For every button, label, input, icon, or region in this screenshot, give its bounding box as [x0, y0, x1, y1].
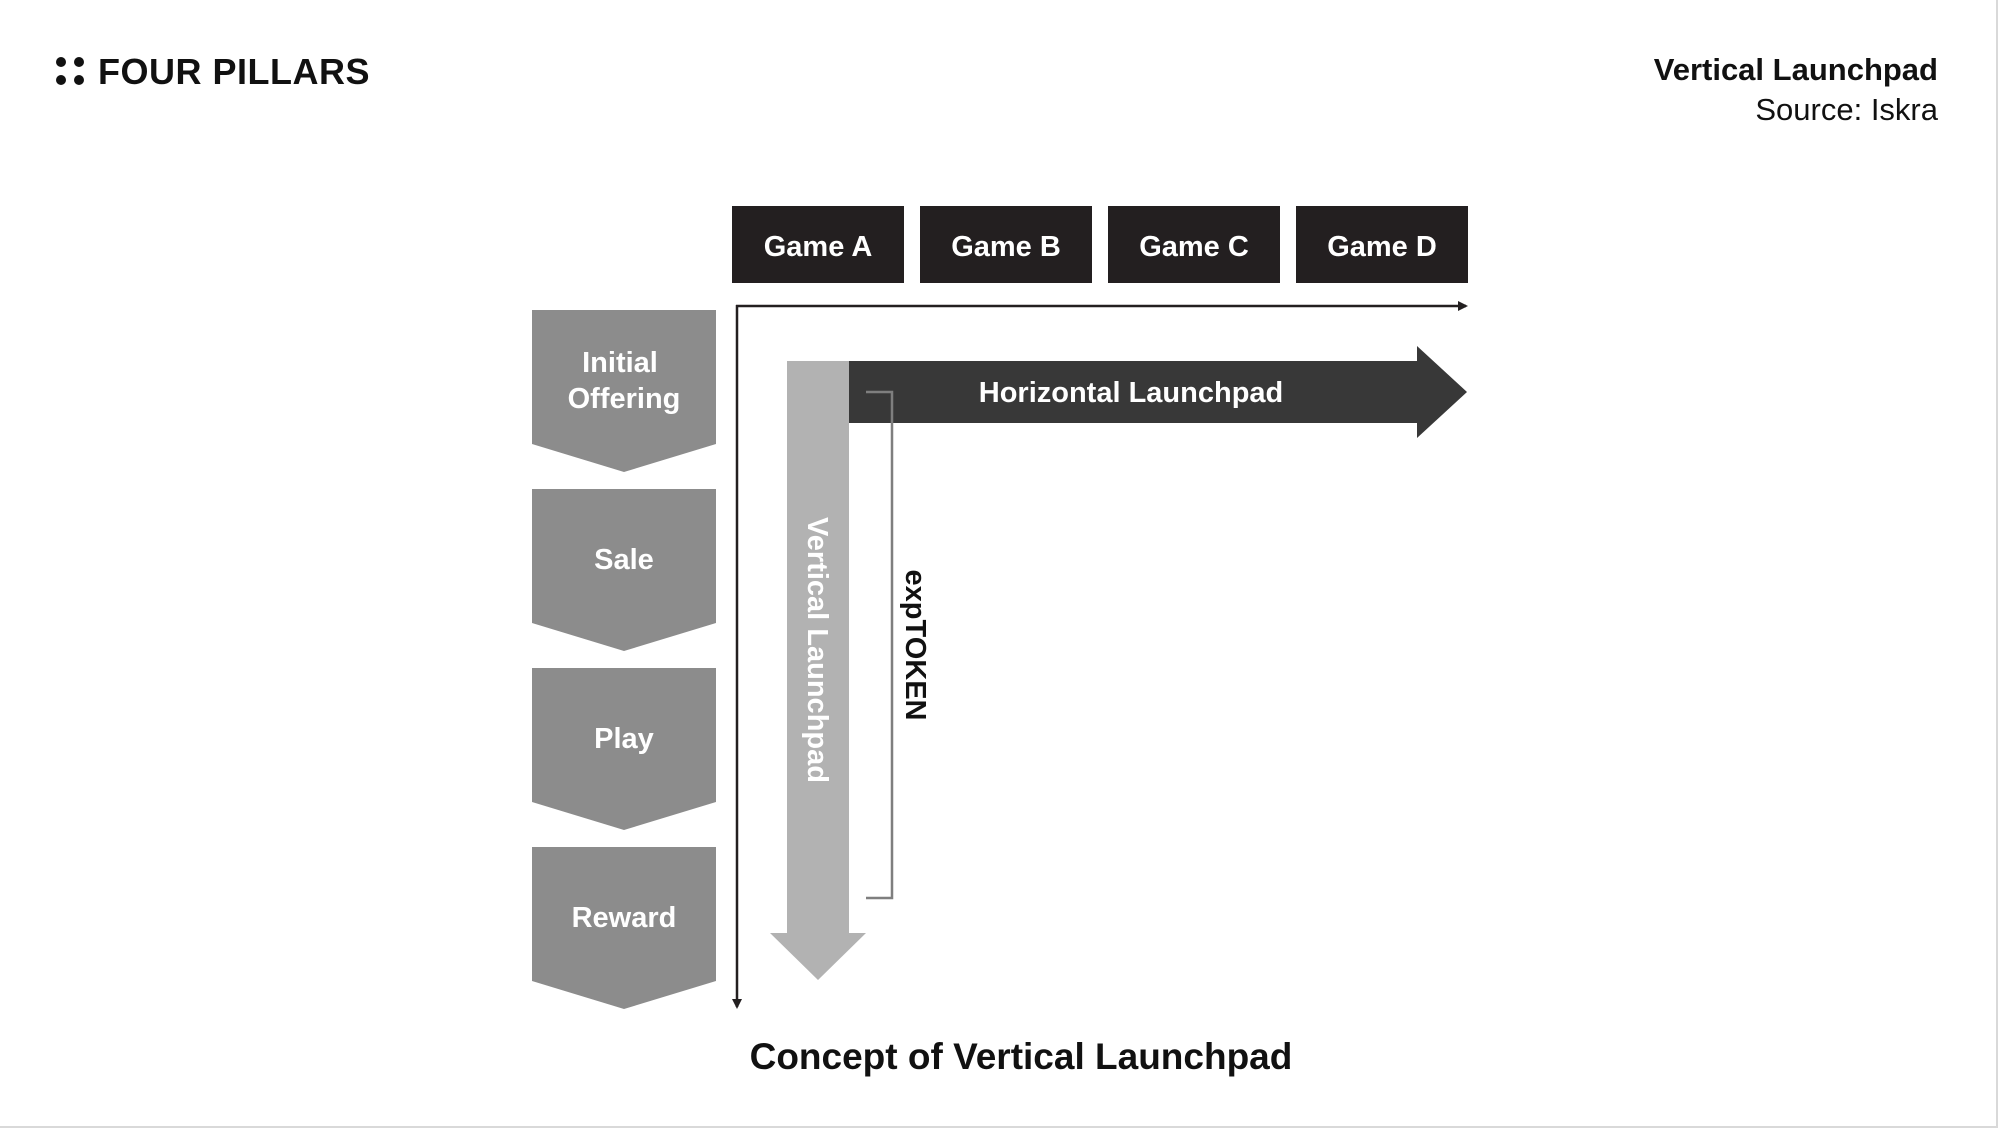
stage-chevron-initial-offering: Initial Offering — [532, 310, 716, 472]
game-box-c: Game C — [1108, 206, 1280, 283]
header-info: Vertical Launchpad Source: Iskra — [1654, 50, 1938, 130]
game-label: Game D — [1327, 231, 1437, 263]
stage-chevron-sale: Sale — [532, 489, 716, 651]
game-label: Game C — [1139, 231, 1249, 263]
four-dots-icon — [56, 57, 86, 87]
exptoken-label: expTOKEN — [899, 570, 931, 721]
stage-chevron-play: Play — [532, 668, 716, 830]
horizontal-launchpad-arrow: Horizontal Launchpad — [849, 346, 1467, 438]
game-label: Game A — [764, 231, 873, 263]
stage-label: Play — [594, 723, 654, 755]
stage-label: Offering — [568, 383, 681, 415]
vertical-launchpad-arrow: Vertical Launchpad — [770, 361, 866, 980]
stage-label: Sale — [594, 544, 654, 576]
exptoken-bracket: expTOKEN — [866, 390, 931, 900]
stage-label: Reward — [572, 902, 677, 934]
brand-name: FOUR PILLARS — [98, 51, 370, 92]
horizontal-arrow-label: Horizontal Launchpad — [979, 377, 1284, 409]
stage-label: Initial — [582, 347, 658, 379]
game-box-d: Game D — [1296, 206, 1468, 283]
axes — [732, 301, 1468, 1009]
brand-logo: FOUR PILLARS — [56, 50, 370, 94]
stage-chevron-reward: Reward — [532, 847, 716, 1009]
diagram-caption: Concept of Vertical Launchpad — [749, 1036, 1293, 1077]
game-label: Game B — [951, 231, 1061, 263]
stage-chevrons: Initial Offering Sale Play Reward — [532, 310, 716, 1009]
game-boxes: Game A Game B Game C Game D — [732, 206, 1468, 283]
game-box-a: Game A — [732, 206, 904, 283]
game-box-b: Game B — [920, 206, 1092, 283]
vertical-arrow-label: Vertical Launchpad — [801, 517, 833, 783]
header-source: Source: Iskra — [1755, 92, 1938, 127]
header-title: Vertical Launchpad — [1653, 52, 1938, 87]
